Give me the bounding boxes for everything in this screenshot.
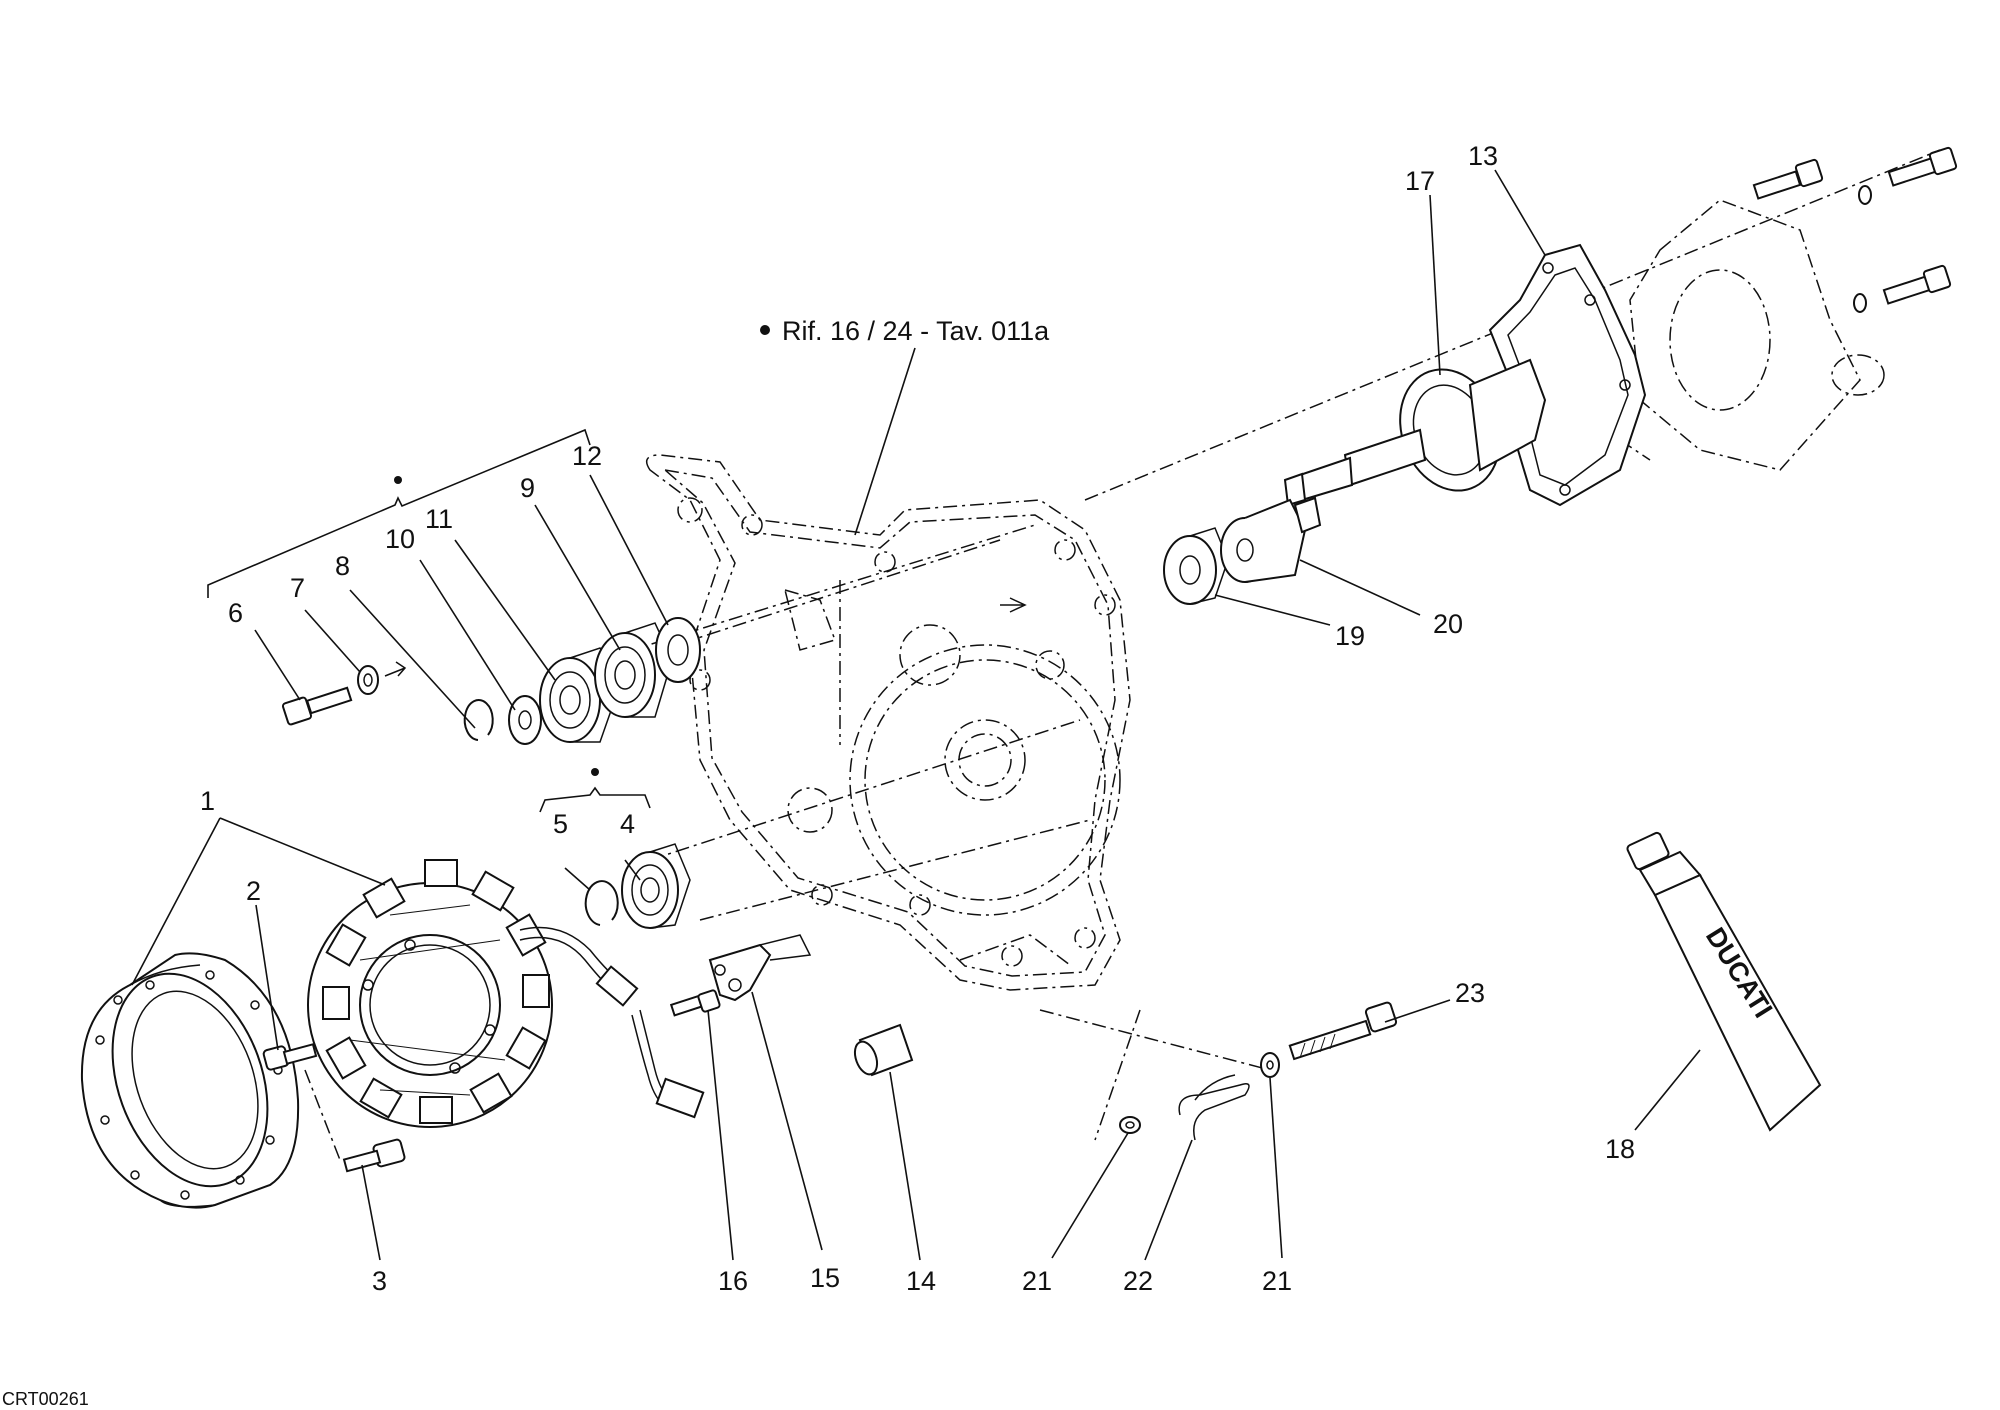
screw-2 xyxy=(262,1043,318,1071)
bracket-6-12 xyxy=(207,428,591,598)
callout-11: 11 xyxy=(425,504,453,534)
callout-labels: 1 2 3 4 5 6 7 8 9 10 11 12 13 14 15 16 1… xyxy=(200,141,1635,1296)
washer-21-right xyxy=(1260,1052,1280,1078)
callout-14: 14 xyxy=(906,1266,936,1296)
bolt-23 xyxy=(1288,1001,1398,1061)
bearing-4 xyxy=(621,843,691,929)
screw-16 xyxy=(669,989,721,1017)
callout-15: 15 xyxy=(810,1263,840,1293)
callout-2: 2 xyxy=(246,876,261,906)
callout-17: 17 xyxy=(1405,166,1435,196)
reference-note-text: Rif. 16 / 24 - Tav. 011a xyxy=(782,316,1050,346)
alternator-stator xyxy=(307,859,705,1128)
callout-3: 3 xyxy=(372,1266,387,1296)
grease-tube-18: DUCATI xyxy=(1626,831,1822,1132)
callout-23: 23 xyxy=(1455,978,1485,1008)
bracket-4-5 xyxy=(539,768,651,813)
callout-13: 13 xyxy=(1468,141,1498,171)
washer-7 xyxy=(357,661,407,695)
dowel-14 xyxy=(853,1023,914,1077)
callout-8: 8 xyxy=(335,551,350,581)
callout-21-right: 21 xyxy=(1262,1266,1292,1296)
leader-lines xyxy=(131,169,1701,1261)
flywheel-rotor xyxy=(80,952,300,1209)
screw-3 xyxy=(342,1138,406,1173)
seal-12 xyxy=(655,617,701,683)
circlip-8 xyxy=(463,699,494,741)
washer-10 xyxy=(508,695,542,745)
callout-9: 9 xyxy=(520,473,535,503)
callout-22: 22 xyxy=(1123,1266,1153,1296)
bolt-6 xyxy=(281,686,353,726)
callout-21-left: 21 xyxy=(1022,1266,1052,1296)
callout-6: 6 xyxy=(228,598,243,628)
drawing-code: CRT00261 xyxy=(2,1389,89,1409)
mechanical-seal-20 xyxy=(1220,496,1322,583)
callout-16: 16 xyxy=(718,1266,748,1296)
callout-5: 5 xyxy=(553,809,568,839)
cover-screws xyxy=(1752,146,1958,313)
clip-22 xyxy=(1178,1074,1250,1141)
callout-4: 4 xyxy=(620,809,635,839)
bracket-15 xyxy=(708,934,812,1002)
seal-19 xyxy=(1163,527,1229,605)
callout-12: 12 xyxy=(572,441,602,471)
callout-20: 20 xyxy=(1433,609,1463,639)
circlip-5 xyxy=(584,880,619,926)
engine-cover-outline xyxy=(645,454,1131,991)
water-pump-17 xyxy=(1283,358,1547,507)
callout-10: 10 xyxy=(385,524,415,554)
reference-note: Rif. 16 / 24 - Tav. 011a xyxy=(760,316,1050,346)
callout-18: 18 xyxy=(1605,1134,1635,1164)
callout-7: 7 xyxy=(290,573,305,603)
washer-21-left xyxy=(1119,1116,1141,1134)
callout-1: 1 xyxy=(200,786,215,816)
callout-19: 19 xyxy=(1335,621,1365,651)
water-pump-cover xyxy=(1619,199,1885,471)
